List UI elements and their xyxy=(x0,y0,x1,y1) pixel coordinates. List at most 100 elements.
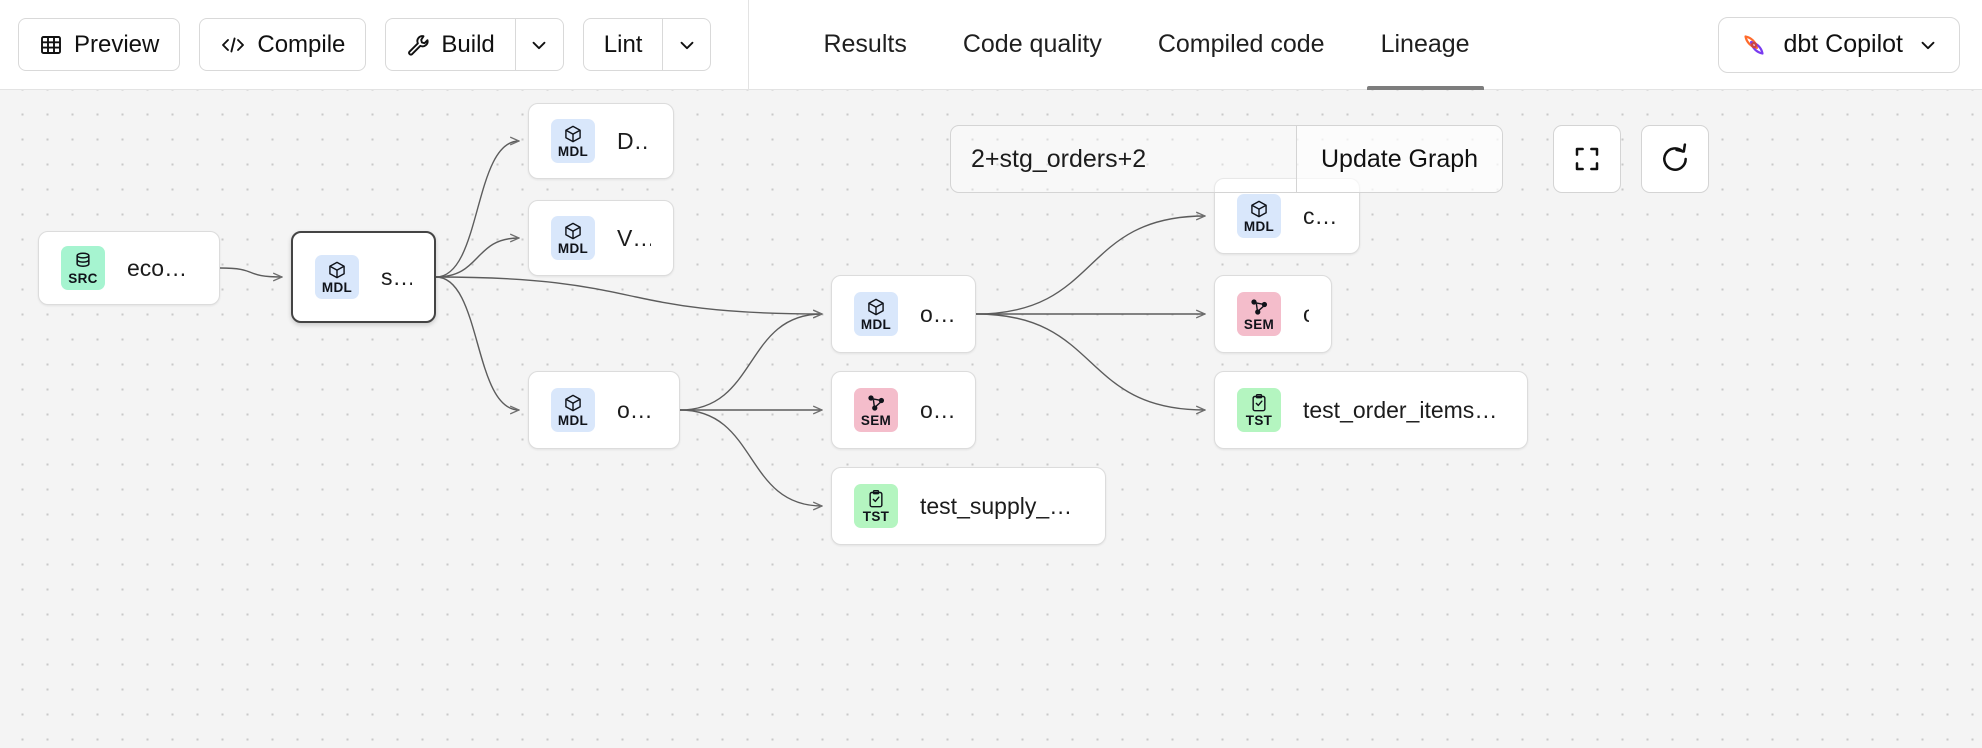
lineage-node-orders_sem[interactable]: SEM orders xyxy=(1214,275,1332,353)
node-type-code: SEM xyxy=(860,412,892,428)
lineage-node-order_item_sem[interactable]: SEM order_item xyxy=(831,371,976,449)
ide-header: Preview Compile Build xyxy=(0,0,1982,90)
graph-selector-input[interactable] xyxy=(951,126,1296,192)
cube-icon xyxy=(563,393,583,414)
lineage-node-test_order_items[interactable]: TSTtest_order_items_compute_to_bools_c… xyxy=(1214,371,1528,449)
graph-nodes-icon xyxy=(866,393,886,414)
lineage-edge xyxy=(975,216,1205,315)
node-type-badge-tst: TST xyxy=(1237,388,1281,432)
lineage-node-order_items[interactable]: MDL order_items xyxy=(528,371,680,449)
cube-icon xyxy=(866,297,886,318)
node-type-code: MDL xyxy=(557,412,589,428)
wrench-icon xyxy=(406,33,430,57)
preview-button-label: Preview xyxy=(74,30,160,58)
tab-lineage[interactable]: Lineage xyxy=(1353,0,1498,90)
lineage-edge xyxy=(435,276,822,314)
node-type-badge-mdl: MDL xyxy=(551,216,595,260)
node-label: VE_Demo xyxy=(617,224,651,251)
node-type-badge-mdl: MDL xyxy=(854,292,898,336)
dbt-copilot-label: dbt Copilot xyxy=(1783,30,1903,58)
node-label: orders xyxy=(920,300,953,327)
lineage-edge xyxy=(679,314,822,411)
tab-compiled-code[interactable]: Compiled code xyxy=(1130,0,1353,90)
lineage-edge xyxy=(219,267,282,277)
lint-button[interactable]: Lint xyxy=(584,19,663,70)
node-type-badge-sem: SEM xyxy=(1237,292,1281,336)
node-type-badge-src: SRC xyxy=(61,246,105,290)
header-right: dbt Copilot xyxy=(1718,16,1982,73)
cube-icon xyxy=(563,221,583,242)
lineage-node-ecom_raw_orders[interactable]: SRC ecom.raw_orders xyxy=(38,231,220,305)
node-type-code: MDL xyxy=(1243,218,1275,234)
cube-icon xyxy=(327,260,347,281)
dbt-copilot-icon xyxy=(1739,30,1769,60)
node-type-code: SEM xyxy=(1243,316,1275,332)
lineage-edge xyxy=(679,409,822,506)
node-type-code: MDL xyxy=(557,240,589,256)
node-type-badge-mdl: MDL xyxy=(551,388,595,432)
node-type-badge-tst: TST xyxy=(854,484,898,528)
lineage-node-ve_demo[interactable]: MDL VE_Demo xyxy=(528,200,674,276)
tab-results-label: Results xyxy=(823,30,907,58)
node-label: orders xyxy=(1303,301,1309,328)
lineage-edges xyxy=(219,90,1982,748)
build-dropdown-toggle[interactable] xyxy=(514,19,563,70)
tab-lineage-label: Lineage xyxy=(1380,30,1470,58)
lineage-edge xyxy=(435,141,519,278)
compile-button[interactable]: Compile xyxy=(199,18,367,71)
compile-button-label: Compile xyxy=(257,30,346,58)
table-icon xyxy=(39,33,63,57)
cube-icon xyxy=(563,124,583,145)
tab-code-quality[interactable]: Code quality xyxy=(935,0,1130,90)
build-button[interactable]: Build xyxy=(386,19,514,70)
graph-nodes-icon xyxy=(1249,297,1269,318)
node-label: order_items xyxy=(617,396,657,423)
node-type-badge-sem: SEM xyxy=(854,388,898,432)
lint-button-label: Lint xyxy=(603,30,643,58)
node-type-badge-mdl: MDL xyxy=(551,119,595,163)
lineage-node-test_supply[interactable]: TST test_supply_costs_sum_correctly xyxy=(831,467,1106,545)
build-split-button: Build xyxy=(385,18,564,71)
node-type-badge-mdl: MDL xyxy=(315,255,359,299)
node-label: order_item xyxy=(920,396,953,423)
chevron-down-icon xyxy=(676,34,698,56)
tab-compiled-code-label: Compiled code xyxy=(1157,30,1325,58)
cube-icon xyxy=(1249,199,1269,220)
node-type-code: TST xyxy=(1245,412,1273,428)
refresh-button[interactable] xyxy=(1641,125,1710,193)
node-label: customers xyxy=(1303,202,1337,229)
clipboard-check-icon xyxy=(866,489,886,510)
dbt-copilot-button[interactable]: dbt Copilot xyxy=(1718,16,1960,73)
graph-selector-group: Update Graph xyxy=(950,125,1504,193)
node-type-code: SRC xyxy=(68,270,98,286)
lineage-node-stg_orders[interactable]: MDL stg_orders xyxy=(291,231,436,323)
lint-dropdown-toggle[interactable] xyxy=(662,19,710,70)
node-type-code: TST xyxy=(862,508,890,524)
fullscreen-icon xyxy=(1572,144,1602,174)
lineage-canvas[interactable]: SRCecom.raw_ordersMDLstg_ordersMDLDemoMD… xyxy=(0,90,1982,748)
lineage-node-orders_mdl[interactable]: MDL orders xyxy=(831,275,976,353)
graph-controls: Update Graph xyxy=(950,125,1710,193)
node-type-badge-mdl: MDL xyxy=(1237,194,1281,238)
node-label: Demo xyxy=(617,127,651,154)
panel-tabs: Results Code quality Compiled code Linea… xyxy=(749,0,1497,90)
lineage-node-demo[interactable]: MDL Demo xyxy=(528,103,674,179)
lint-split-button: Lint xyxy=(582,18,712,71)
build-button-label: Build xyxy=(441,30,495,58)
node-type-code: MDL xyxy=(321,279,353,295)
toolbar-divider xyxy=(748,0,750,90)
code-brackets-icon xyxy=(220,33,246,57)
database-icon xyxy=(73,251,93,272)
fullscreen-button[interactable] xyxy=(1553,125,1622,193)
tab-results[interactable]: Results xyxy=(795,0,934,90)
node-label: stg_orders xyxy=(381,263,412,290)
lineage-edge xyxy=(975,313,1205,410)
lineage-edge xyxy=(435,238,519,278)
preview-button[interactable]: Preview xyxy=(18,18,181,71)
chevron-down-icon xyxy=(1917,34,1939,56)
node-label: test_supply_costs_sum_correctly xyxy=(920,492,1083,519)
tab-code-quality-label: Code quality xyxy=(962,30,1102,58)
update-graph-button[interactable]: Update Graph xyxy=(1296,126,1503,192)
node-label: ecom.raw_orders xyxy=(127,254,197,281)
clipboard-check-icon xyxy=(1249,393,1269,414)
